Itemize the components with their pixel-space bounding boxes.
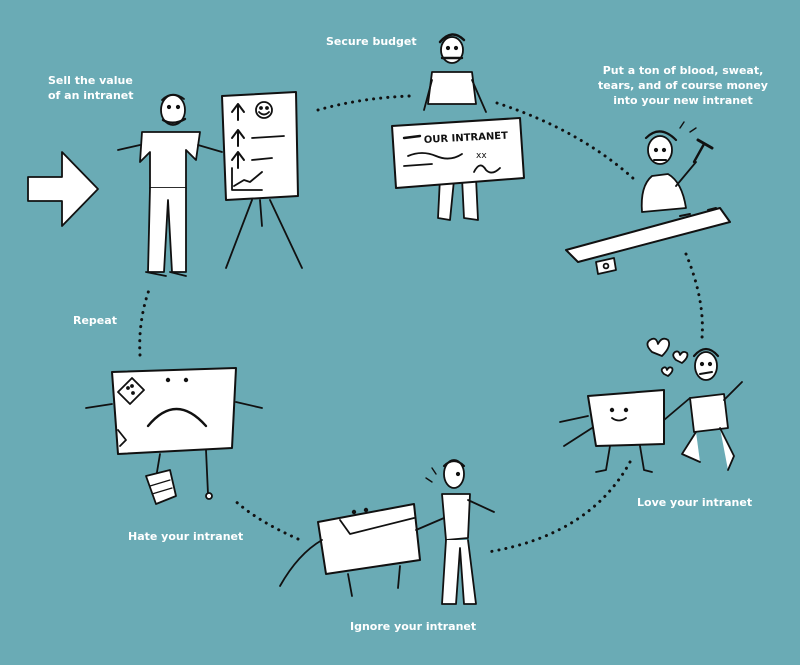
budget-check <box>391 117 525 189</box>
budget-figure <box>423 33 487 221</box>
connector-love-ignore <box>486 460 632 554</box>
sell-easel <box>221 91 303 269</box>
love-figure <box>681 347 743 471</box>
smiley-icon <box>255 101 273 119</box>
connector-build-love <box>684 252 704 340</box>
ignore-intranet-box <box>279 503 445 597</box>
start-arrow-icon <box>27 151 99 227</box>
love-intranet-box <box>559 389 691 473</box>
label-sell-value: Sell the value of an intranet <box>48 74 134 102</box>
cash-icon <box>595 257 617 275</box>
sell-presenter-figure <box>117 93 223 277</box>
build-board <box>565 207 731 275</box>
check-amount-mark: xx <box>476 151 487 161</box>
cycle-connectors <box>138 94 704 554</box>
check-title: OUR INTRANET <box>424 131 509 146</box>
label-build-intranet: Put a ton of blood, sweat, tears, and of… <box>598 64 768 107</box>
connector-ignore-hate <box>230 496 300 541</box>
connector-sell-budget <box>316 94 412 112</box>
build-figure <box>640 121 714 213</box>
heart-icon <box>646 337 689 377</box>
bandage-icon <box>117 377 145 405</box>
hate-intranet-box <box>85 367 263 505</box>
up-arrow-icon <box>231 103 245 121</box>
label-repeat: Repeat <box>73 314 117 327</box>
label-love-intranet: Love your intranet <box>637 496 753 509</box>
label-secure-budget: Secure budget <box>326 35 417 48</box>
hammer-icon <box>692 138 714 164</box>
ignore-figure <box>425 459 495 605</box>
label-hate-intranet: Hate your intranet <box>128 530 244 543</box>
connector-budget-build <box>495 101 637 182</box>
label-ignore-intranet: Ignore your intranet <box>350 620 477 633</box>
connector-hate-sell <box>138 285 152 357</box>
trend-line-icon <box>231 167 263 191</box>
